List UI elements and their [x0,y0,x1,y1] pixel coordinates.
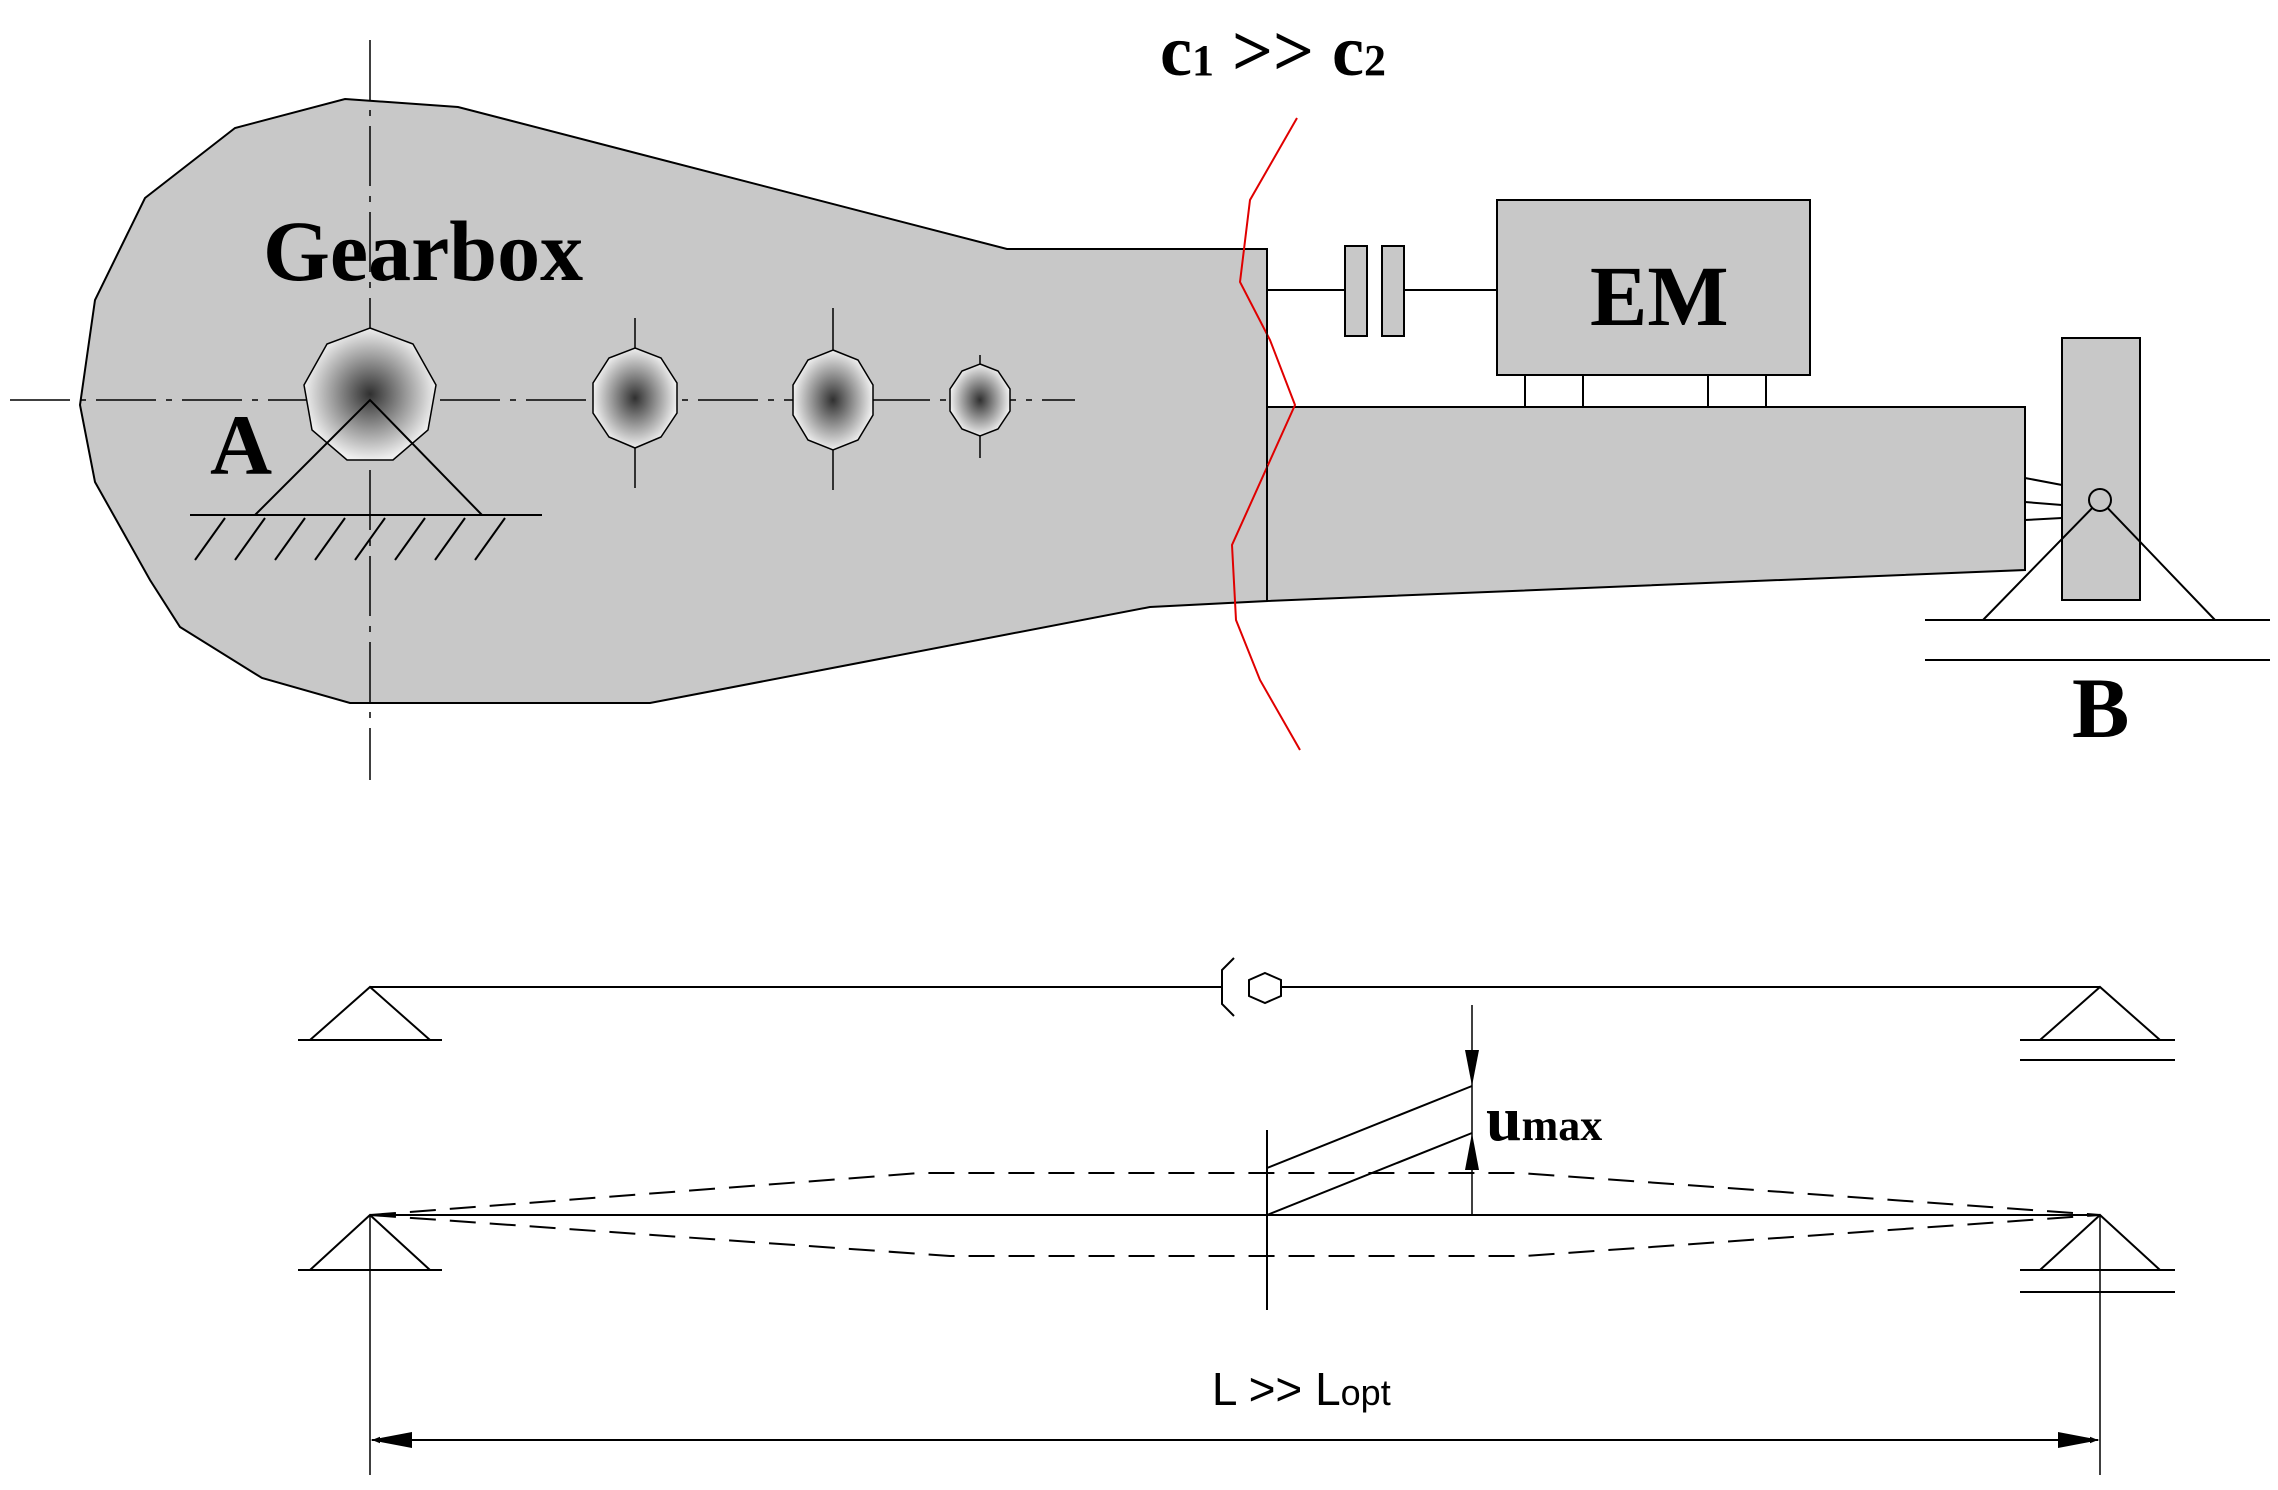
extension-beam [1266,406,2026,603]
deflection-diagram [298,1005,2175,1310]
length-label: L >> Lopt [1148,1363,1429,1415]
motor-feet [1524,375,1767,407]
shaft-input [303,327,437,461]
length-dimension [369,1215,2101,1475]
umax-arrow-top [1465,1050,1479,1086]
length-arrow-left [370,1432,412,1448]
stiffness-split-line [1230,117,1301,751]
support-b-label: B [2072,660,2129,756]
coupling [1267,245,1497,337]
beam-model [298,957,2175,1061]
stiffness-relation-label: c1 >> c2 [1160,11,1386,91]
motor-label: EM [1590,248,1729,344]
support-a [190,398,542,561]
electric-motor [1496,199,1811,376]
support-a-label: A [210,397,272,493]
shaft-output [949,363,1011,437]
deflection-label: umax [1486,1083,1602,1154]
shaft-intermediate-1 [592,347,678,449]
support-b [1925,337,2270,661]
length-arrow-right [2058,1432,2100,1448]
beam-joint [1248,971,1282,1005]
shaft-intermediate-2 [792,349,874,451]
gearbox-label: Gearbox [263,203,583,299]
umax-arrow-bottom [1465,1133,1479,1170]
support-b-pin [2088,488,2112,512]
